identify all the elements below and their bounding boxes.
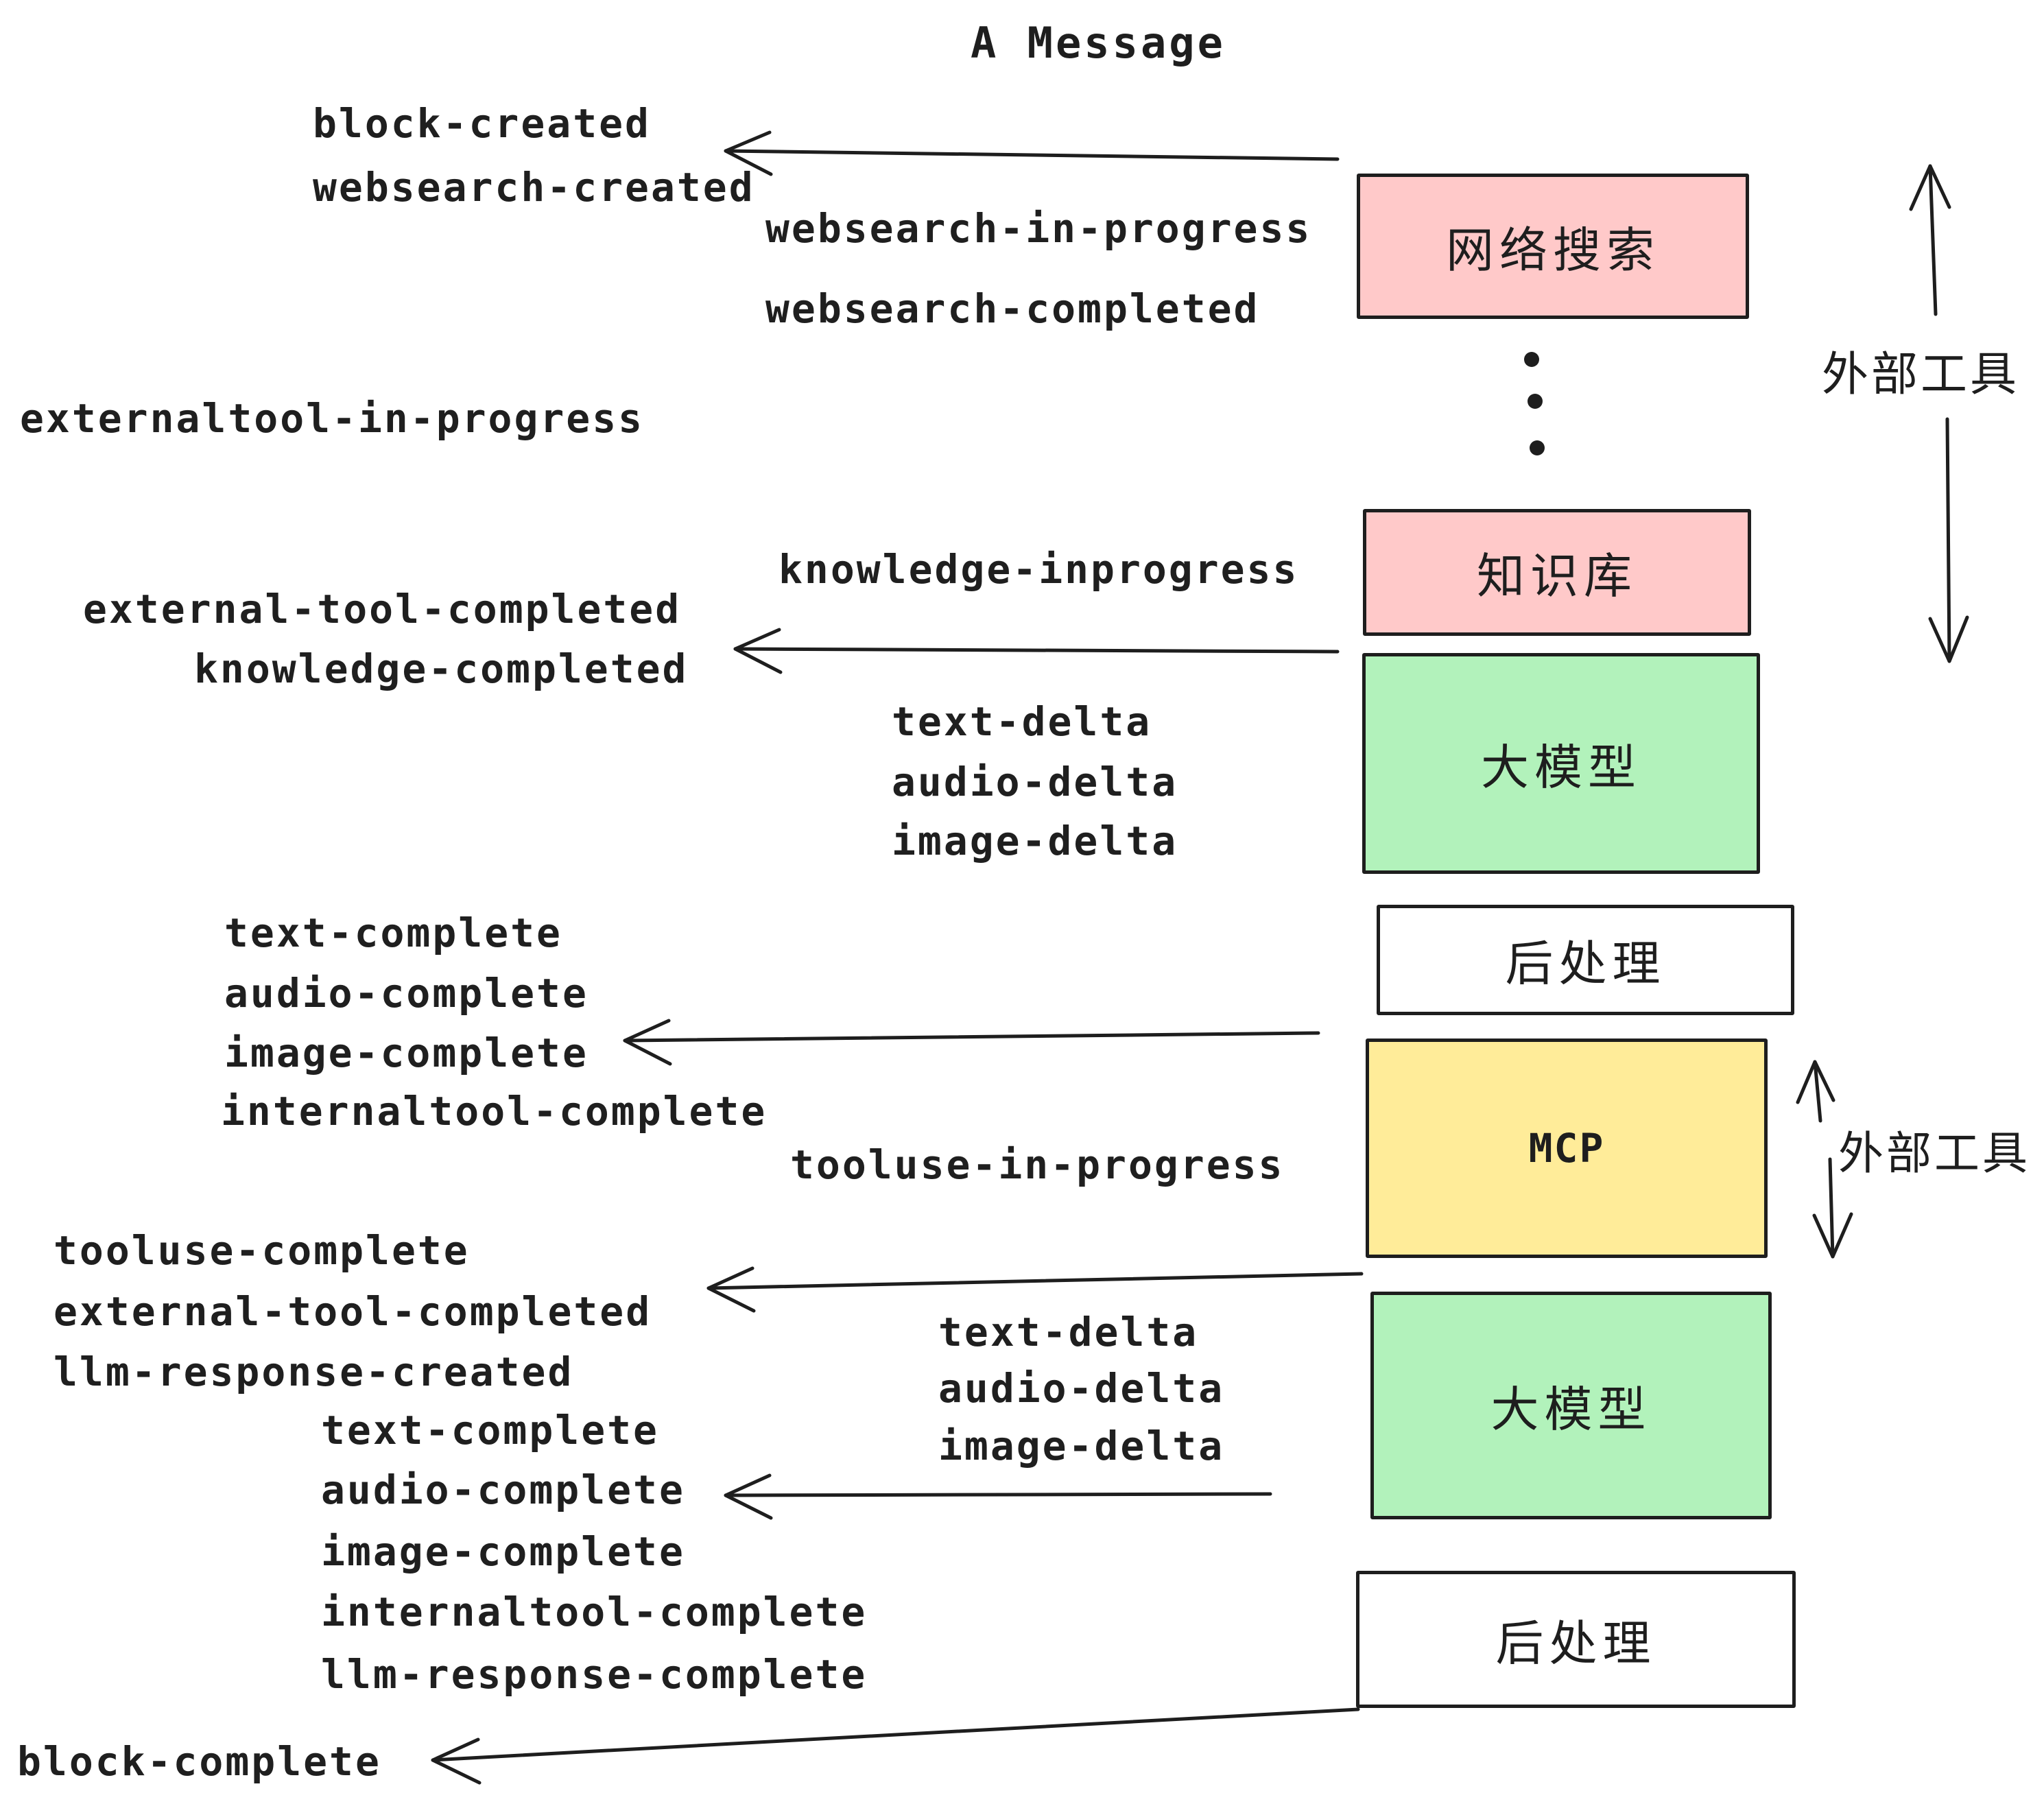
node-websearch: 网络搜索 [1357,174,1749,319]
node-postprocess-1: 后处理 [1377,905,1794,1015]
left-arrow-audio-complete-icon [724,1473,1272,1520]
event-label-internaltool-complete-1: internaltool-complete [221,1088,768,1135]
event-label-knowledge-inprogress: knowledge-inprogress [779,546,1299,593]
left-arrow-block-created-icon [724,130,1340,176]
node-llm-1-label: 大模型 [1481,740,1641,794]
event-label-image-delta-2: image-delta [938,1423,1225,1469]
node-websearch-label: 网络搜索 [1446,223,1660,277]
event-label-audio-delta-1: audio-delta [892,759,1178,805]
event-label-text-complete-2: text-complete [321,1407,659,1453]
event-label-tooluse-complete: tooluse-complete [54,1227,470,1274]
event-label-text-delta-1: text-delta [892,698,1152,745]
event-label-image-complete-2: image-complete [321,1528,685,1575]
event-label-image-complete-1: image-complete [224,1030,589,1076]
event-label-knowledge-completed: knowledge-completed [194,645,689,692]
page-title: A Message [971,18,1226,68]
event-label-block-complete: block-complete [17,1738,381,1785]
event-label-websearch-created: websearch-created [313,164,755,211]
event-label-audio-delta-2: audio-delta [938,1365,1225,1412]
node-llm-2-label: 大模型 [1490,1382,1652,1436]
node-mcp-label: MCP [1528,1125,1605,1172]
node-postprocess-2: 后处理 [1356,1571,1796,1708]
event-label-tooluse-in-progress: tooluse-in-progress [790,1141,1285,1188]
event-label-block-created: block-created [313,100,651,147]
event-label-audio-complete-1: audio-complete [224,970,589,1017]
event-label-text-complete-1: text-complete [224,910,562,956]
side-label-external-tools-mcp: 外部工具 [1838,1128,2030,1178]
event-label-llm-response-created: llm-response-created [54,1349,574,1395]
event-label-websearch-completed: websearch-completed [765,285,1260,332]
node-postprocess-2-label: 后处理 [1495,1616,1656,1670]
left-arrow-image-complete-icon [623,1019,1320,1066]
event-label-internaltool-complete-2: internaltool-complete [321,1589,868,1635]
node-llm-1: 大模型 [1362,653,1760,874]
left-arrow-block-complete-icon [431,1707,1360,1785]
event-label-websearch-in-progress: websearch-in-progress [765,205,1312,252]
ellipsis-dots-icon [1524,352,1545,455]
event-label-audio-complete-2: audio-complete [321,1467,685,1513]
event-label-externaltool-in-progress: externaltool-in-progress [20,395,645,442]
left-arrow-knowledge-completed-icon [733,628,1340,674]
node-knowledge-base-label: 知识库 [1477,549,1637,603]
side-label-external-tools-top: 外部工具 [1822,348,2020,401]
event-label-llm-response-complete: llm-response-complete [321,1651,868,1698]
node-knowledge-base: 知识库 [1363,509,1751,636]
event-label-text-delta-2: text-delta [938,1309,1199,1355]
event-label-image-delta-1: image-delta [892,818,1178,864]
down-arrow-external-tools-icon [1928,417,1969,663]
up-arrow-external-tools-icon [1909,164,1951,316]
double-arrow-mcp-external-tools-icon [1796,1060,1853,1259]
node-mcp: MCP [1366,1039,1768,1258]
left-arrow-tooluse-complete-icon [706,1266,1364,1313]
node-llm-2: 大模型 [1370,1292,1772,1519]
event-label-external-tool-completed-2: external-tool-completed [54,1288,652,1335]
node-postprocess-1-label: 后处理 [1505,937,1666,990]
event-label-external-tool-completed-1: external-tool-completed [83,586,682,632]
